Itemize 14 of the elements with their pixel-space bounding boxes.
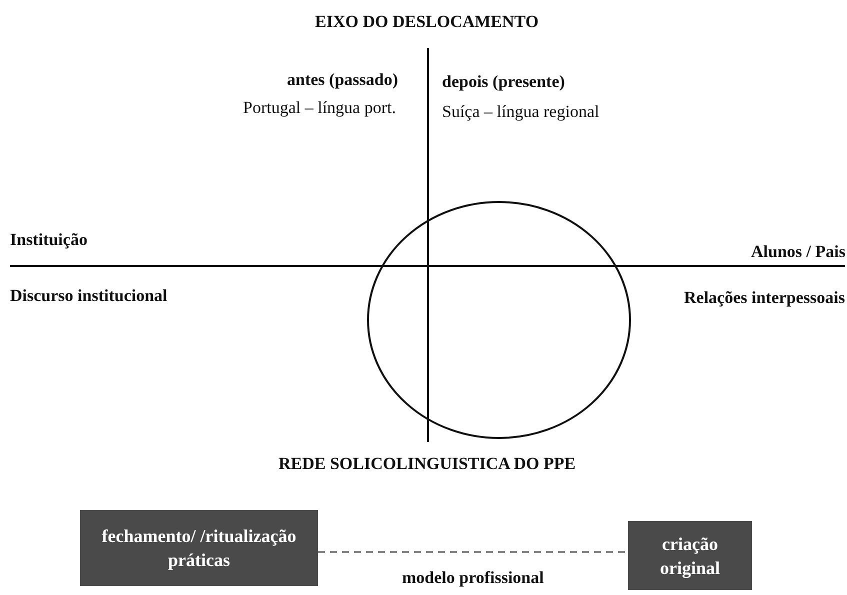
heading-label: Alunos / Pais <box>751 242 846 262</box>
heading-label: Instituição <box>10 230 88 250</box>
text-label: Portugal – língua port. <box>243 98 396 118</box>
dashed-line <box>318 551 628 553</box>
heading-label: Relações interpessoais <box>684 288 846 308</box>
heading-label: depois (presente) <box>442 72 565 92</box>
heading-label: EIXO DO DESLOCAMENTO <box>315 12 539 32</box>
heading-label: Discurso institucional <box>10 286 168 306</box>
text-box: fechamento/ /ritualização práticas <box>80 510 318 586</box>
text-box: criação original <box>628 521 752 590</box>
heading-label: REDE SOLICOLINGUISTICA DO PPE <box>278 454 576 474</box>
heading-label: antes (passado) <box>287 70 398 90</box>
edge-label: modelo profissional <box>399 568 547 588</box>
text-label: Suíça – língua regional <box>442 102 600 122</box>
